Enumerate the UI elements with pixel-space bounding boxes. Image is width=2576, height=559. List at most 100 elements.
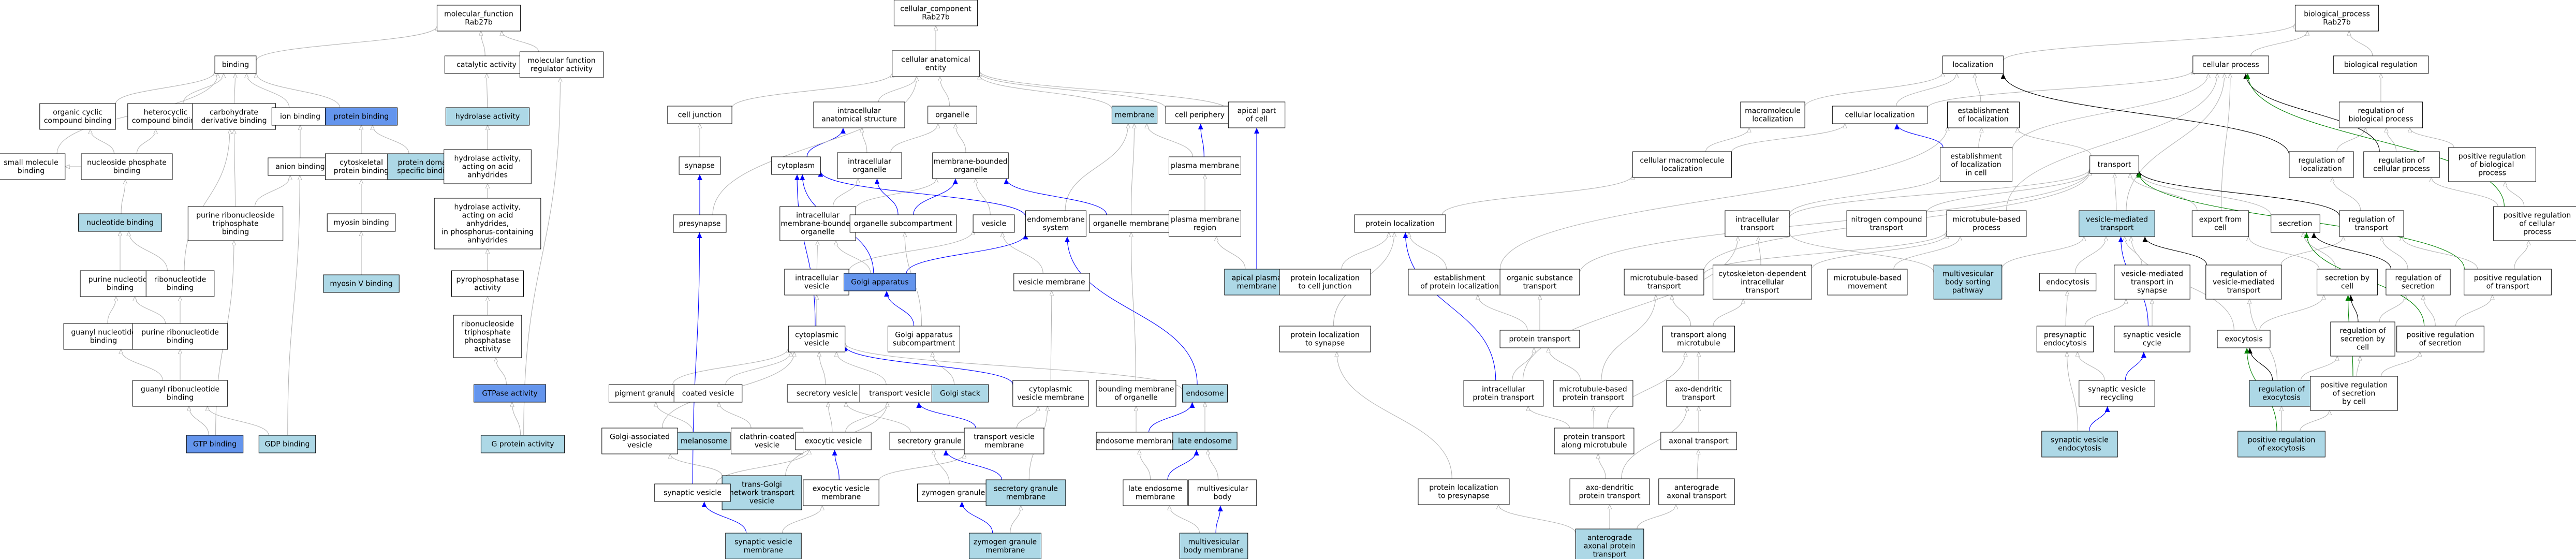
go-term-node-coated[interactable]: coated vesicle bbox=[673, 384, 743, 403]
go-term-node-anion[interactable]: anion binding bbox=[268, 157, 333, 176]
go-term-node-gdpbind[interactable]: GDP binding bbox=[258, 435, 316, 453]
go-term-node-vesicle[interactable]: vesicle bbox=[973, 214, 1015, 233]
go-term-node-endosome[interactable]: endosome bbox=[1182, 384, 1228, 403]
go-term-node-localization[interactable]: localization bbox=[1942, 55, 2004, 74]
go-term-node-gprot[interactable]: G protein activity bbox=[480, 435, 565, 453]
go-term-node-secretion[interactable]: secretion bbox=[2271, 214, 2320, 233]
go-term-node-protbind[interactable]: protein binding bbox=[325, 107, 398, 126]
go-term-node-celljunc[interactable]: cell junction bbox=[667, 106, 732, 124]
go-term-node-cytoplasm[interactable]: cytoplasm bbox=[771, 156, 821, 175]
go-term-node-exocytosis[interactable]: exocytosis bbox=[2217, 330, 2271, 348]
go-term-node-gtpase[interactable]: GTPase activity bbox=[474, 384, 546, 403]
go-term-node-exoves[interactable]: exocytic vesicle bbox=[795, 432, 872, 450]
go-term-node-bioreg[interactable]: biological regulation bbox=[2333, 55, 2429, 74]
go-term-node-golgistack[interactable]: Golgi stack bbox=[931, 384, 989, 403]
go-term-node-synves[interactable]: synaptic vesicle bbox=[654, 483, 731, 502]
go-term-node-transves[interactable]: transport vesicle bbox=[859, 384, 940, 403]
go-term-node-lateendo[interactable]: late endosome bbox=[1172, 432, 1238, 450]
go-term-node-gtpbind[interactable]: GTP binding bbox=[186, 435, 244, 453]
go-term-node-cellproc[interactable]: cellular process bbox=[2192, 55, 2269, 74]
go-term-node-orgmem[interactable]: organelle membrane bbox=[1088, 214, 1173, 233]
go-term-node-myosin[interactable]: myosin binding bbox=[327, 213, 396, 232]
go-term-node-ion[interactable]: ion binding bbox=[271, 107, 329, 126]
go-term-node-secgran[interactable]: secretory granule bbox=[889, 432, 970, 450]
go-term-node-orgsub[interactable]: organelle subcompartment bbox=[849, 214, 957, 233]
go-term-node-axonal[interactable]: axonal transport bbox=[1660, 432, 1737, 450]
go-term-node-hydrolase[interactable]: hydrolase activity bbox=[445, 107, 530, 126]
go-term-node-plasmamem[interactable]: plasma membrane bbox=[1169, 156, 1241, 175]
go-term-node-presynapse[interactable]: presynapse bbox=[673, 214, 727, 233]
go-term-node-pigment[interactable]: pigment granule bbox=[609, 384, 681, 403]
go-term-node-binding[interactable]: binding bbox=[214, 55, 257, 74]
go-term-node-endocytosis[interactable]: endocytosis bbox=[2039, 273, 2097, 291]
go-term-node-cellperiph[interactable]: cell periphery bbox=[1165, 106, 1234, 124]
go-term-node-synapse[interactable]: synapse bbox=[679, 156, 721, 175]
go-term-node-membrane[interactable]: membrane bbox=[1111, 106, 1158, 124]
go-term-node-prottrans[interactable]: protein transport bbox=[1499, 330, 1580, 348]
go-term-node-golgi[interactable]: Golgi apparatus bbox=[844, 273, 916, 291]
go-term-node-myov[interactable]: myosin V binding bbox=[323, 274, 400, 293]
go-term-node-melanosome[interactable]: melanosome bbox=[677, 432, 731, 450]
